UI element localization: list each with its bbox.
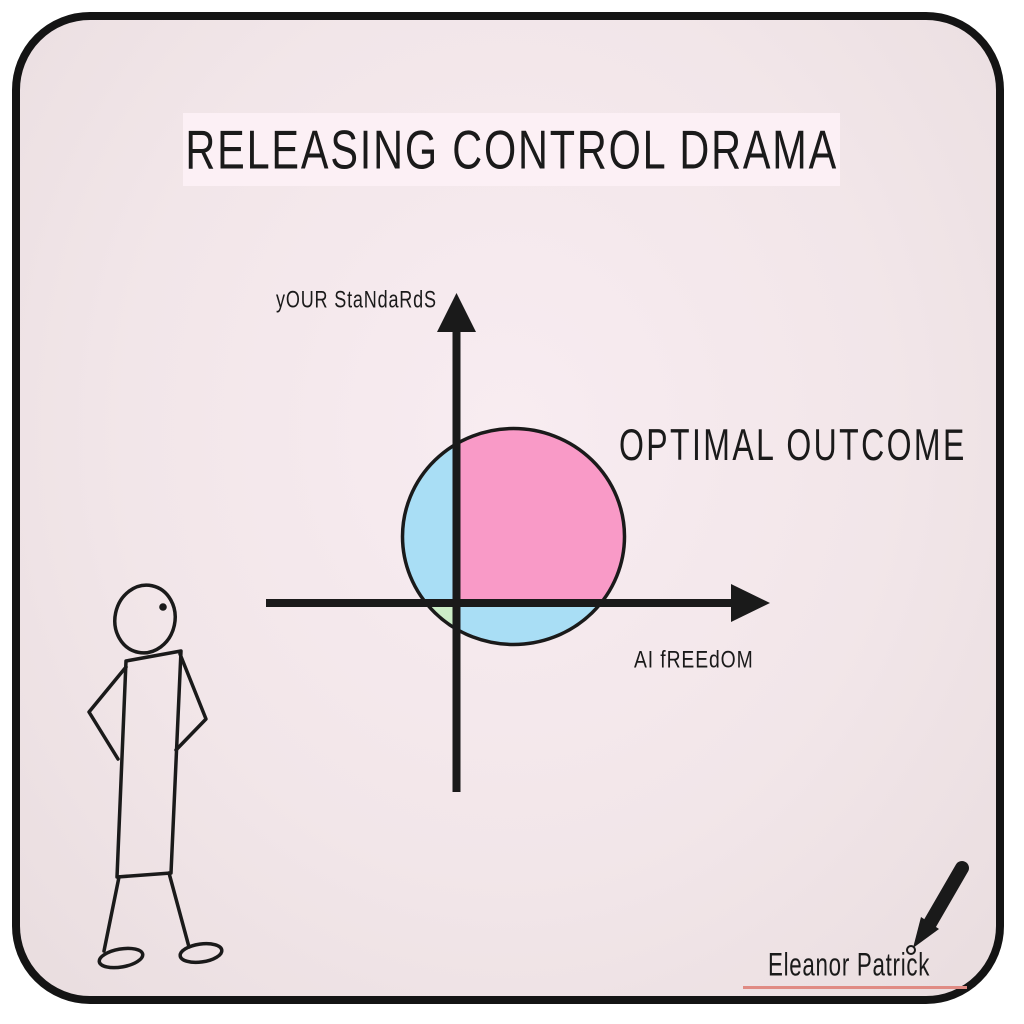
figure-torso xyxy=(115,649,183,879)
circle-outline xyxy=(400,426,627,647)
axes xyxy=(266,293,770,792)
quadrant-top-left xyxy=(402,428,457,603)
figure-left-arm xyxy=(87,665,128,761)
figure-left-leg xyxy=(102,875,121,953)
figure-left-foot xyxy=(97,946,145,970)
artist-signature: Eleanor Patrick xyxy=(768,946,931,983)
figure-right-foot xyxy=(178,941,224,965)
figure-head xyxy=(113,583,177,655)
pen-tip xyxy=(906,945,916,955)
poster-title: RELEASING CONTROL DRAMA xyxy=(185,117,838,180)
pen-nib xyxy=(913,917,939,948)
x-axis-arrowhead xyxy=(731,584,770,622)
x-axis-label: AI fREEdOM xyxy=(634,646,754,673)
signature-underline xyxy=(743,986,967,989)
pen-shaft xyxy=(922,861,969,932)
y-axis-label: yOUR StaNdaRdS xyxy=(276,286,437,313)
quadrant-top-right xyxy=(456,428,625,603)
y-axis-arrowhead xyxy=(437,293,476,332)
quadrant-bottom-left xyxy=(402,603,457,645)
optimal-outcome-label: OPTIMAL OUTCOME xyxy=(619,421,967,471)
figure-right-leg xyxy=(167,871,191,949)
figure-right-arm xyxy=(174,652,208,752)
figure-eye xyxy=(159,603,167,611)
pen-icon xyxy=(906,861,969,955)
stick-figure xyxy=(87,583,224,970)
title-band: RELEASING CONTROL DRAMA xyxy=(183,113,840,186)
